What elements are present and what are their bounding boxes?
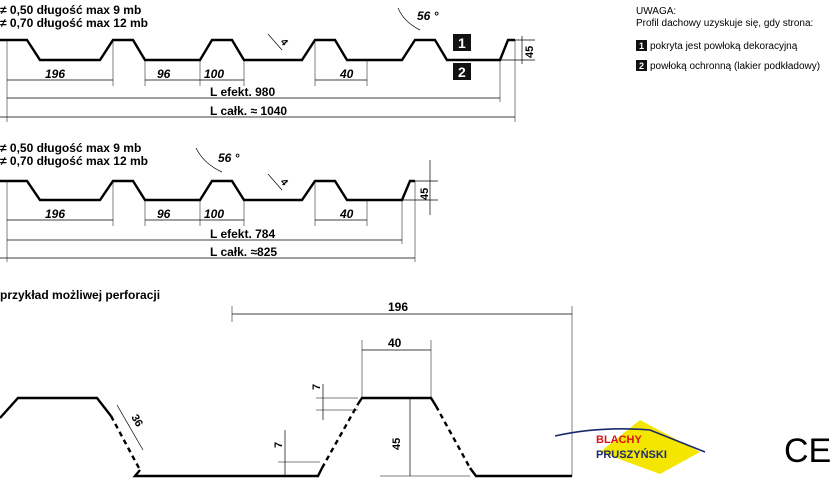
- bottom-angle-label: 56 °: [218, 151, 240, 165]
- top-thickness-label: 4: [278, 37, 290, 49]
- top-bottom-width-label: 96: [157, 67, 171, 81]
- bottom-rib-width-label: 40: [339, 207, 354, 221]
- bottom-spec-line-1: ≠ 0,50 długość max 9 mb: [0, 141, 141, 155]
- perf-offset-top-label: 7: [311, 384, 323, 390]
- note-block: UWAGA: Profil dachowy uzyskuje się, gdy …: [636, 6, 820, 72]
- note-marker-1-text: 1: [639, 41, 644, 51]
- logo-swoosh: [554, 428, 706, 453]
- note-item-2: powłoką ochronną (lakier podkładowy): [650, 61, 820, 72]
- perf-slant-label: 36: [128, 413, 145, 430]
- top-side-marker-1: [453, 34, 471, 51]
- perf-outline-end: [469, 467, 572, 478]
- top-top-width-label: 100: [204, 67, 224, 81]
- bottom-profile-outline: [0, 179, 415, 202]
- bottom-angle-arc: [195, 147, 223, 173]
- top-side-marker-2-text: 2: [458, 64, 466, 80]
- perf-depth-label: 45: [391, 438, 403, 450]
- top-side-marker-1-text: 1: [458, 35, 466, 51]
- top-thickness-arrow: [267, 33, 283, 51]
- perforation-section: przykład możliwej perforacji 196 40 7 7 …: [0, 288, 573, 478]
- bottom-calk-label: L całk. ≈825: [210, 245, 277, 259]
- perf-pitch-label: 196: [388, 300, 408, 314]
- note-title: UWAGA:: [636, 6, 676, 17]
- bottom-bottom-width-label: 96: [157, 207, 171, 221]
- logo-line-1: BLACHY: [596, 434, 642, 446]
- logo-yellow-shape: [600, 420, 700, 474]
- note-marker-1: [636, 40, 647, 51]
- top-spec-line-1: ≠ 0,50 długość max 9 mb: [0, 3, 141, 17]
- top-angle-label: 56 °: [417, 9, 439, 23]
- logo-line-2: PRUSZYŃSKI: [596, 448, 667, 461]
- top-calk-label: L całk. ≈ 1040: [210, 104, 287, 118]
- perf-dashed-right-rise: [320, 403, 360, 469]
- top-profile-section: ≠ 0,50 długość max 9 mb ≠ 0,70 długość m…: [0, 3, 536, 122]
- bottom-thickness-arrow: [267, 173, 283, 191]
- perf-offset-bottom-label: 7: [273, 442, 285, 448]
- note-line: Profil dachowy uzyskuje się, gdy strona:: [636, 18, 813, 29]
- perf-rib-width-label: 40: [388, 336, 402, 350]
- bottom-thickness-label: 4: [278, 177, 290, 189]
- perf-outline-left: [0, 396, 112, 419]
- top-efekt-label: L efekt. 980: [210, 85, 275, 99]
- top-rib-width-label: 40: [339, 67, 354, 81]
- perf-dashed-left: [109, 415, 142, 471]
- bottom-profile-section: ≠ 0,50 długość max 9 mb ≠ 0,70 długość m…: [0, 141, 438, 262]
- top-angle-arc: [397, 7, 421, 31]
- top-spec-line-2: ≠ 0,70 długość max 12 mb: [0, 16, 148, 30]
- bottom-efekt-label: L efekt. 784: [210, 227, 275, 241]
- note-marker-2: [636, 60, 647, 71]
- perf-dashed-right-fall: [434, 405, 472, 469]
- bottom-depth-label: 45: [419, 188, 431, 200]
- top-pitch-label: 196: [45, 67, 65, 81]
- perf-outline-bottom: [132, 467, 324, 478]
- top-depth-label: 45: [524, 46, 536, 58]
- bottom-pitch-label: 196: [45, 207, 65, 221]
- perf-outline-top: [357, 396, 438, 407]
- bottom-spec-line-2: ≠ 0,70 długość max 12 mb: [0, 154, 148, 168]
- brand-logo: BLACHY PRUSZYŃSKI: [554, 420, 706, 474]
- top-profile-outline: [0, 38, 515, 62]
- perforation-heading: przykład możliwej perforacji: [0, 288, 160, 302]
- ce-mark: CE: [784, 432, 831, 470]
- note-marker-2-text: 2: [639, 61, 644, 71]
- perf-slant-dim: [116, 404, 144, 451]
- note-item-1: pokryta jest powłoką dekoracyjną: [650, 41, 798, 52]
- top-side-marker-2: [453, 63, 471, 80]
- bottom-top-width-label: 100: [204, 207, 224, 221]
